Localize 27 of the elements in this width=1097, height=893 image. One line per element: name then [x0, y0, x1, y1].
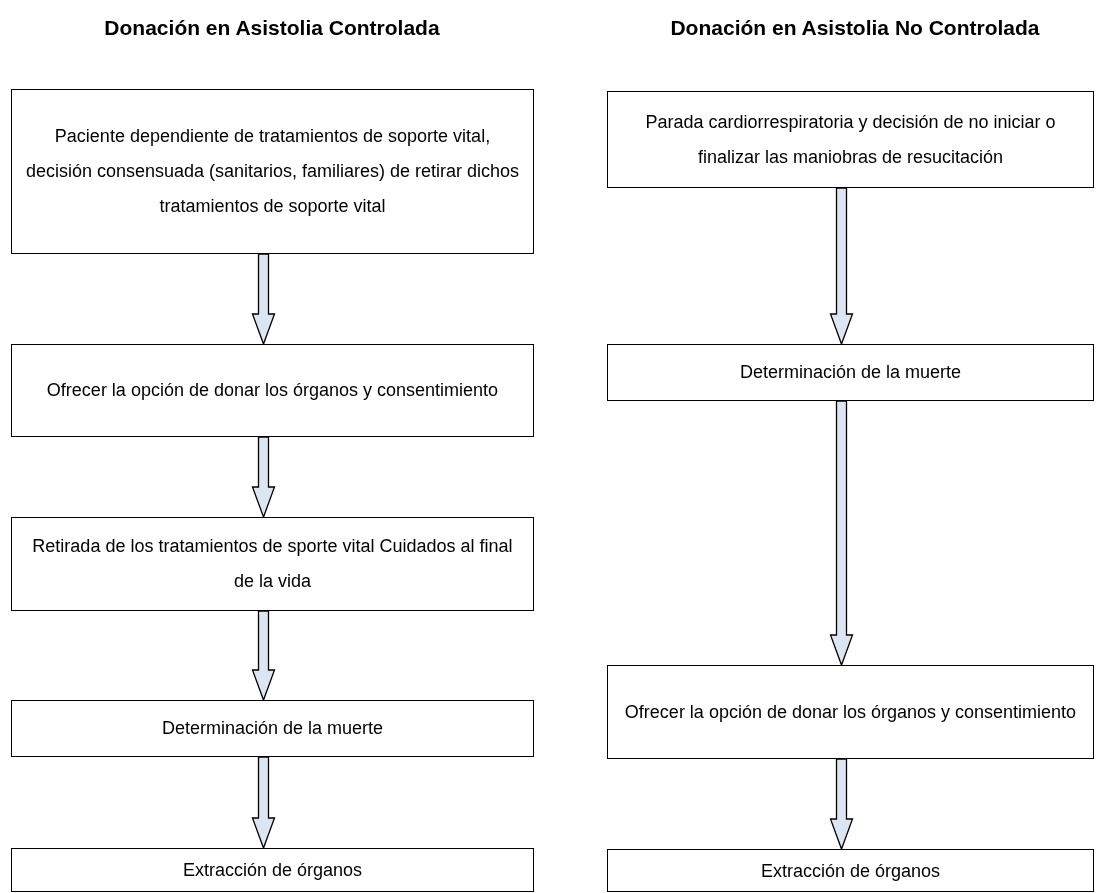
step-text: Extracción de órganos	[760, 859, 941, 883]
process-box	[607, 665, 1094, 759]
block-arrow	[829, 400, 854, 667]
process-box	[607, 344, 1094, 401]
block-arrow	[251, 756, 276, 850]
column-heading: Donación en Asistolia No Controlada	[670, 16, 1040, 40]
block-arrow	[251, 436, 276, 519]
process-box	[607, 91, 1094, 188]
process-box	[11, 700, 534, 757]
process-box	[11, 89, 534, 254]
step-text: Determinación de la muerte	[739, 361, 962, 384]
block-arrow	[829, 758, 854, 851]
step-text: Parada cardiorrespiratoria y decisión de no iniciar o finalizar las maniobras de resucitación	[644, 110, 1057, 169]
column-heading: Donación en Asistolia Controlada	[104, 16, 440, 40]
block-arrow	[829, 187, 854, 346]
step-text: Ofrecer la opción de donar los órganos y consentimiento	[624, 700, 1077, 724]
process-box	[11, 344, 534, 437]
step-text: Paciente dependiente de tratamientos de soporte vital, decisión consensuada (sanitarios, familiares) de retirar dichos tratamientos de soporte vital	[24, 125, 521, 218]
process-box	[11, 517, 534, 611]
step-text: Determinación de la muerte	[161, 717, 384, 740]
process-box	[607, 849, 1094, 892]
step-text: Retirada de los tratamientos de sporte vital Cuidados al final de la vida	[31, 535, 514, 593]
step-text: Ofrecer la opción de donar los órganos y consentimiento	[46, 379, 499, 402]
process-box	[11, 848, 534, 892]
step-text: Extracción de órganos	[182, 859, 363, 882]
block-arrow	[251, 253, 276, 346]
block-arrow	[251, 610, 276, 702]
